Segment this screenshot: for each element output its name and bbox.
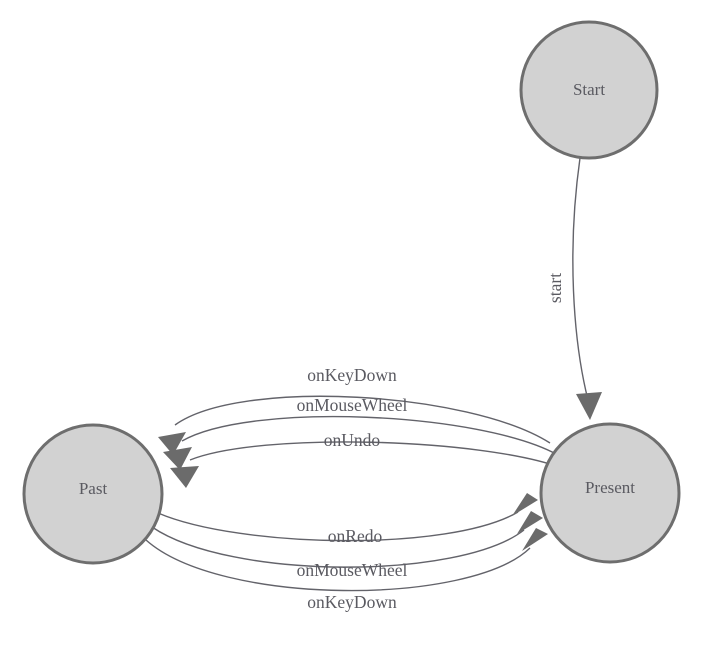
edge-label-past-to-present-onkeydown: onKeyDown <box>307 592 397 612</box>
node-start[interactable]: Start <box>519 20 659 160</box>
arrowhead-past-to-present-onredo <box>512 493 538 516</box>
edge-present-to-past-onmousewheel[interactable] <box>163 415 559 470</box>
edge-present-to-past-onkeydown[interactable] <box>158 395 551 455</box>
edge-label-start: start <box>545 273 565 303</box>
edge-label-present-to-past-onundo: onUndo <box>324 430 381 450</box>
edge-past-to-present-onredo[interactable] <box>157 493 538 542</box>
edge-path-past-to-present-onkeydown <box>145 539 531 592</box>
edge-present-to-past-onundo[interactable] <box>170 441 563 488</box>
node-present[interactable]: Present <box>539 422 681 564</box>
node-present-circle <box>539 422 681 564</box>
edge-start-to-present[interactable] <box>572 157 602 420</box>
edge-past-to-present-onmousewheel[interactable] <box>151 511 543 568</box>
edge-path-present-to-past-onmousewheel <box>181 415 559 456</box>
edge-label-past-to-present-onmousewheel: onMouseWheel <box>297 560 408 580</box>
edge-path-past-to-present-onredo <box>157 511 519 542</box>
arrowhead-start-to-present <box>576 392 602 420</box>
edge-path-start-to-present <box>572 157 589 401</box>
arrowhead-present-to-past-onkeydown <box>158 432 186 455</box>
edge-path-present-to-past-onundo <box>189 441 563 469</box>
arrowhead-present-to-past-onmousewheel <box>163 447 192 470</box>
node-start-circle <box>519 20 659 160</box>
node-past[interactable]: Past <box>22 423 164 565</box>
edge-label-present-to-past-onmousewheel: onMouseWheel <box>297 395 408 415</box>
edge-past-to-present-onkeydown[interactable] <box>145 528 548 592</box>
arrowhead-past-to-present-onkeydown <box>522 528 548 551</box>
arrowhead-present-to-past-onundo <box>170 466 199 488</box>
node-present-label: Present <box>585 478 635 497</box>
node-past-label: Past <box>79 479 108 498</box>
arrowhead-past-to-present-onmousewheel <box>517 511 543 534</box>
edge-label-past-to-present-onredo: onRedo <box>328 526 383 546</box>
node-past-circle <box>22 423 164 565</box>
edge-path-present-to-past-onkeydown <box>174 395 551 444</box>
node-start-label: Start <box>573 80 605 99</box>
edge-label-present-to-past-onkeydown: onKeyDown <box>307 365 397 385</box>
edge-path-past-to-present-onmousewheel <box>151 526 525 568</box>
